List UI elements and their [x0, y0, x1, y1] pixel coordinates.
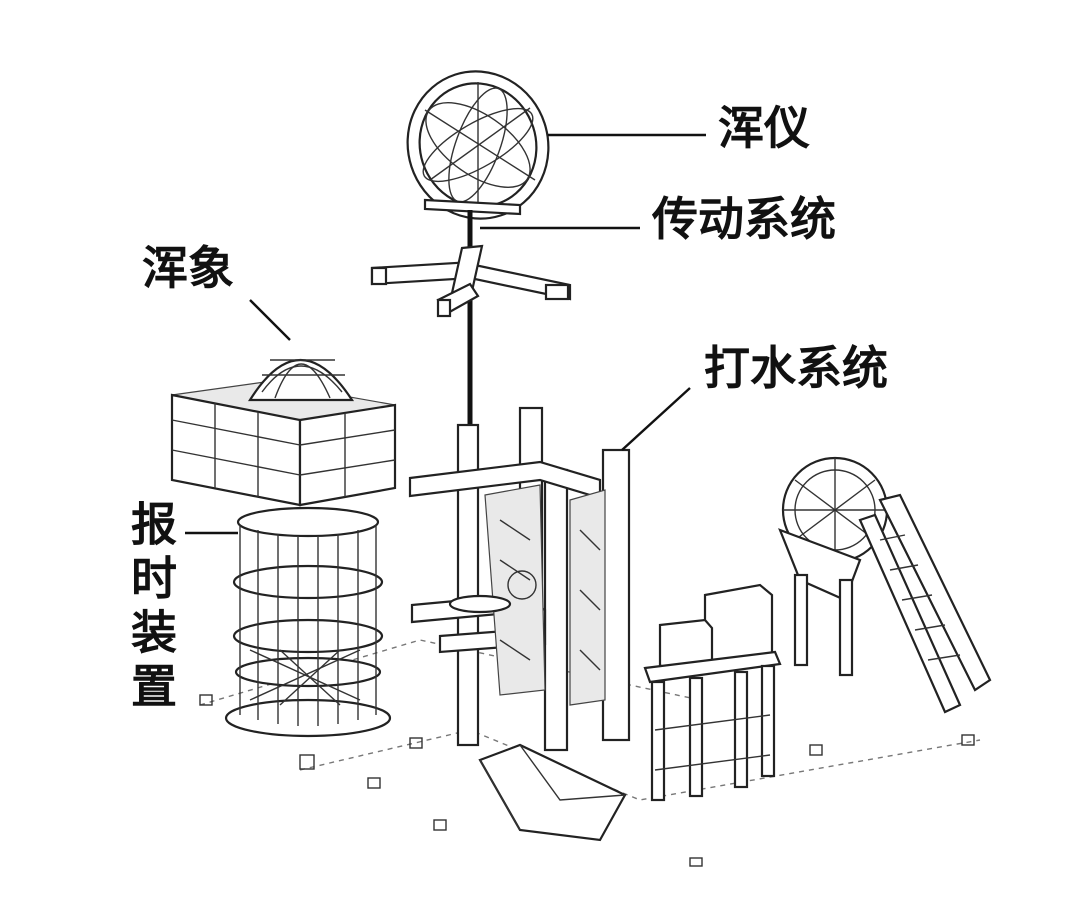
label-water-lifting-system: 打水系统 — [704, 341, 888, 395]
armillary-sphere — [406, 70, 550, 220]
water-trough — [478, 743, 627, 842]
celestial-globe — [170, 359, 397, 507]
label-transmission-system: 传动系统 — [652, 192, 836, 246]
water-tanks — [643, 583, 782, 802]
label-armillary-sphere: 浑仪 — [718, 101, 810, 155]
leader-lines — [185, 133, 706, 535]
water-lifting-wheel — [778, 456, 992, 714]
central-frame — [408, 406, 631, 752]
label-time-reporting-device: 报时装置 — [124, 500, 178, 716]
transmission-shaft — [370, 210, 572, 610]
time-reporting-tower — [224, 506, 392, 738]
label-celestial-globe: 浑象 — [142, 241, 234, 295]
